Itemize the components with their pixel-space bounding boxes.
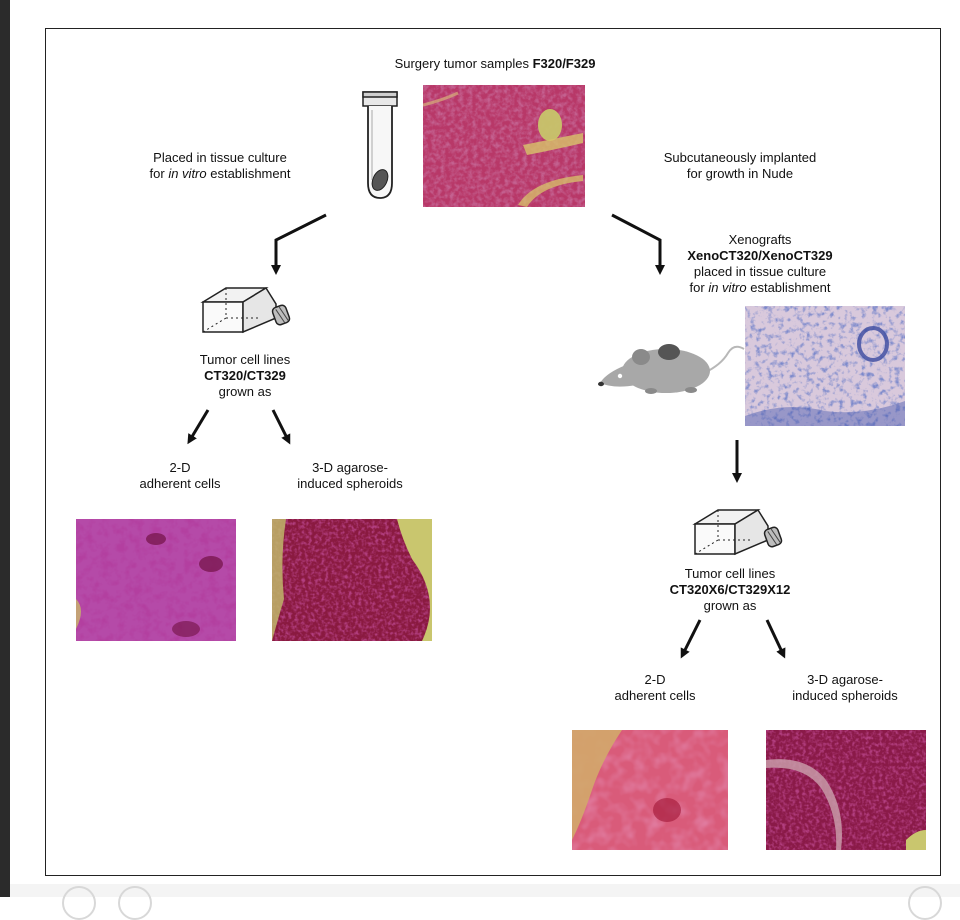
left-cell-lines-label: Tumor cell lines CT320/CT329 grown as: [199, 352, 291, 399]
arrow-left-to-adherent: [187, 409, 210, 445]
left-spheroids-label: 3-D agarose- induced spheroids: [297, 460, 403, 491]
arrow-to-left-flask: [271, 213, 327, 275]
xenograft-label: Xenografts XenoCT320/XenoCT329 placed in…: [687, 232, 833, 295]
figure-title: Surgery tumor samples F320/F329: [394, 56, 596, 71]
right-spheroids-label: 3-D agarose- induced spheroids: [792, 672, 898, 703]
nude-mouse-icon: [598, 344, 745, 394]
tumor-sample-micrograph: [423, 85, 585, 207]
window-edge: [0, 0, 10, 897]
right-cell-lines-label: Tumor cell lines CT320X6/CT329X12 grown …: [669, 566, 791, 613]
culture-flask-icon: [692, 508, 783, 556]
left-adherent-label: 2-D adherent cells: [139, 460, 221, 491]
left-spheroid-micrograph: [272, 519, 432, 641]
right-adherent-label: 2-D adherent cells: [614, 672, 696, 703]
arrow-right-to-spheroids: [765, 619, 786, 659]
window-bottom-bar: [10, 884, 960, 897]
culture-flask-icon: [200, 286, 291, 334]
right-branch-caption: Subcutaneously implanted for growth in N…: [663, 150, 817, 181]
right-adherent-micrograph: [572, 730, 728, 850]
xenograft-micrograph: [745, 306, 905, 426]
arrow-to-right-xenograft: [611, 213, 665, 275]
arrow-right-to-adherent: [680, 619, 702, 659]
left-branch-caption: Placed in tissue culture for in vitro es…: [149, 150, 291, 181]
flow-arrows: [187, 213, 786, 659]
arrow-left-to-spheroids: [271, 409, 291, 445]
right-spheroid-micrograph: [766, 730, 926, 850]
left-adherent-micrograph: [76, 519, 236, 641]
test-tube-icon: [362, 91, 398, 199]
